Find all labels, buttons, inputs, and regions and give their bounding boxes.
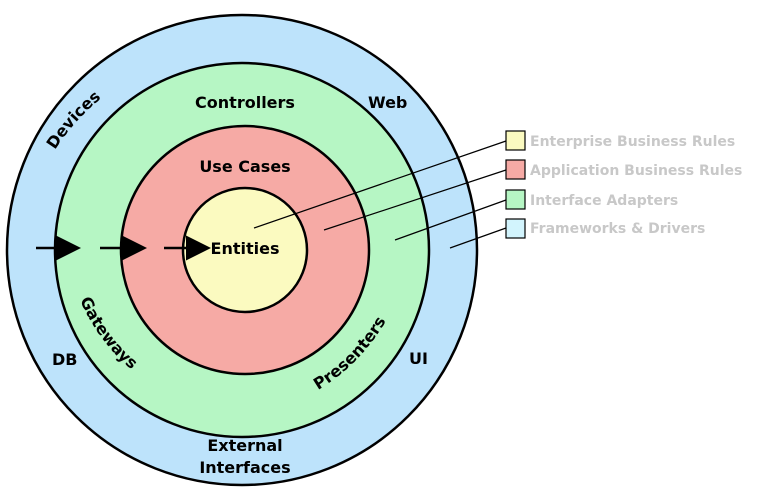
label-interfaces: Interfaces — [199, 458, 290, 477]
entities-ring — [181, 186, 309, 314]
legend-label-enterprise: Enterprise Business Rules — [530, 134, 735, 150]
legend-label-frameworks: Frameworks & Drivers — [530, 221, 705, 237]
label-controllers: Controllers — [195, 93, 295, 112]
legend-label-application: Application Business Rules — [530, 163, 742, 179]
label-use-cases: Use Cases — [199, 157, 290, 176]
pointer-line-adapters — [394, 199, 507, 241]
pointer-line-entities — [253, 140, 507, 229]
pointer-line-frameworks — [449, 227, 507, 249]
pointer-line-use-cases — [323, 169, 507, 231]
legend-swatch-enterprise — [505, 130, 526, 151]
legend-swatch-frameworks — [505, 218, 526, 239]
legend: Enterprise Business Rules Application Bu… — [505, 130, 742, 239]
legend-swatch-adapters — [505, 189, 526, 210]
label-db: DB — [52, 350, 77, 369]
legend-swatch-application — [505, 159, 526, 180]
label-ui: UI — [409, 349, 428, 368]
legend-label-adapters: Interface Adapters — [530, 193, 678, 209]
label-entities: Entities — [211, 239, 280, 258]
label-web: Web — [368, 93, 407, 112]
label-external: External — [207, 436, 282, 455]
